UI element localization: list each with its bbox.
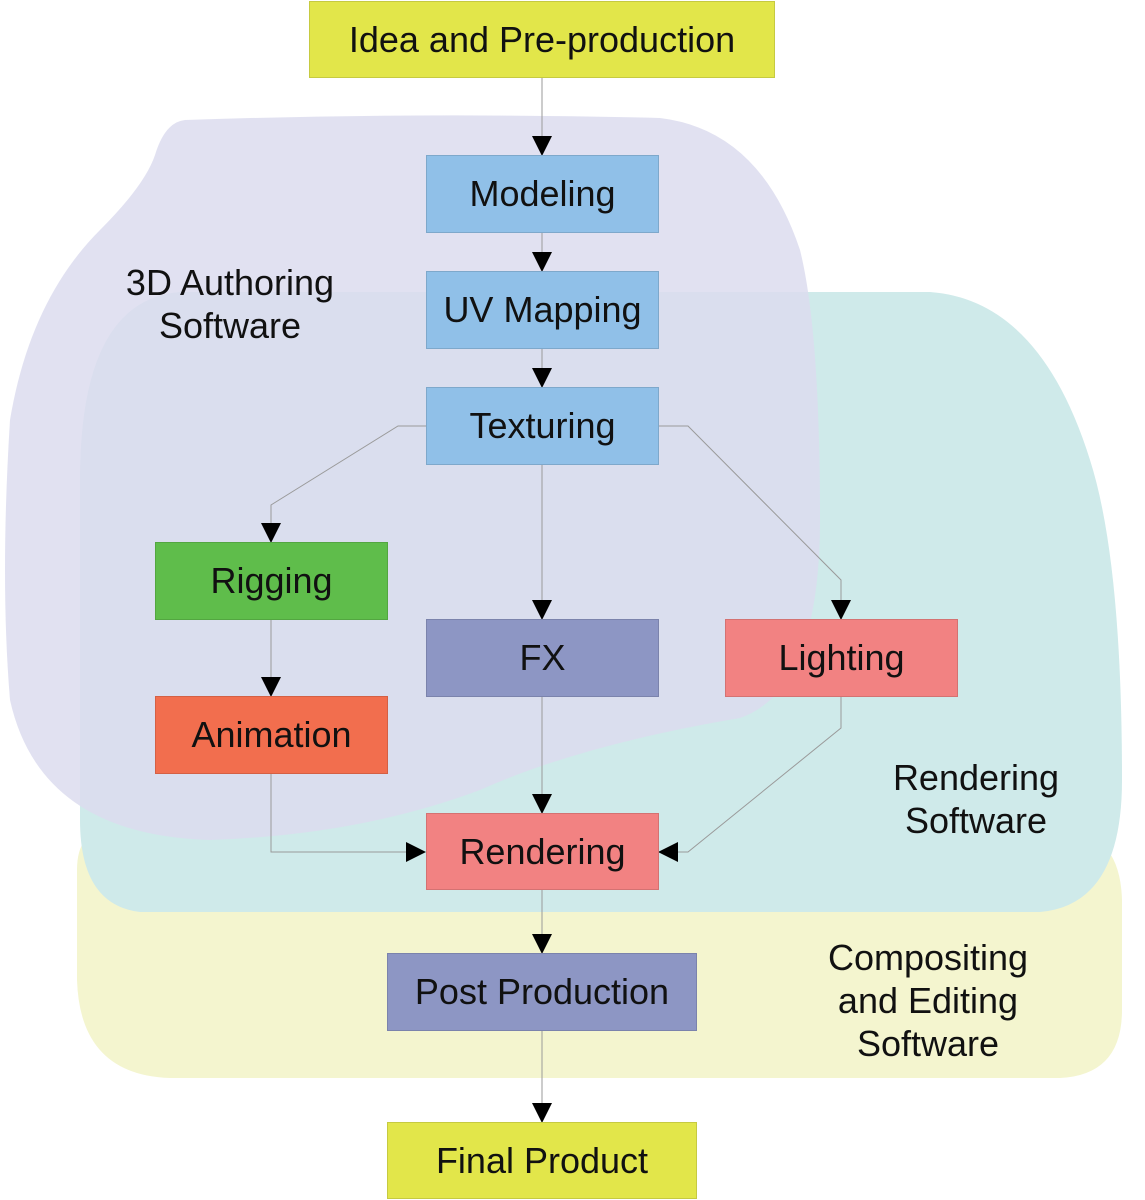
final-product-node: Final Product [387,1122,697,1199]
texturing-node: Texturing [426,387,659,465]
rendering-node: Rendering [426,813,659,890]
connector-lighting-rendering [658,697,842,862]
connector-animation-rendering [270,774,426,862]
authoring-region-label: 3D Authoring Software [100,261,360,347]
post-production-node: Post Production [387,953,697,1031]
compositing-region-label: Compositing and Editing Software [808,936,1048,1065]
connectors [261,78,851,1123]
compositing-label-line-1: Compositing [827,937,1029,978]
uv-mapping-node: UV Mapping [426,271,659,349]
idea-preproduction-node: Idea and Pre-production [309,1,775,78]
authoring-label-line-1: 3D Authoring [125,262,335,303]
authoring-label-line-2: Software [158,305,302,346]
modeling-node: Modeling [426,155,659,233]
rendering-region-label: Rendering Software [866,756,1086,842]
rendering-label-line-2: Software [904,800,1048,841]
fx-node: FX [426,619,659,697]
compositing-label-line-3: Software [856,1023,1000,1064]
connector-texturing-rigging [261,425,426,543]
animation-node: Animation [155,696,388,774]
rigging-node: Rigging [155,542,388,620]
compositing-label-line-2: and Editing [837,980,1019,1021]
connector-texturing-lighting [658,425,851,620]
rendering-label-line-1: Rendering [892,757,1060,798]
lighting-node: Lighting [725,619,958,697]
